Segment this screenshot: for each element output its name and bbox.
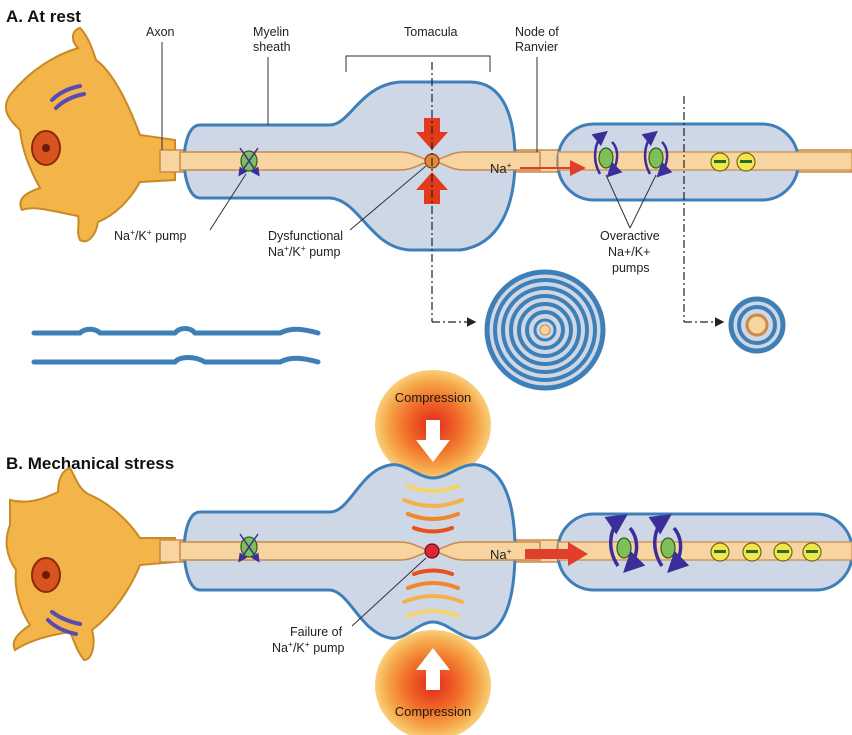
ion-channel-b1 bbox=[711, 543, 729, 561]
neuron-body-b bbox=[7, 468, 175, 660]
overactive-label-1: Overactive bbox=[600, 229, 660, 243]
axon-label: Axon bbox=[146, 25, 175, 39]
section-a-title: A. At rest bbox=[6, 7, 81, 26]
dysfunctional-label-1: Dysfunctional bbox=[268, 229, 343, 243]
ion-channel-a2 bbox=[737, 153, 755, 171]
node-label-1: Node of bbox=[515, 25, 559, 39]
na-k-pump-a bbox=[240, 148, 258, 174]
cross-section-normal bbox=[731, 299, 783, 351]
failed-pump-b bbox=[425, 544, 439, 558]
node-label-2: Ranvier bbox=[515, 40, 558, 54]
myelin-label-2: sheath bbox=[253, 40, 291, 54]
failure-label-2: Na+/K+ pump bbox=[272, 639, 345, 655]
pump-label-a: Na+/K+ pump bbox=[114, 227, 187, 243]
overactive-label-2: Na+/K+ bbox=[608, 245, 650, 259]
ion-channel-a1 bbox=[711, 153, 729, 171]
dysfunctional-label-2: Na+/K+ pump bbox=[268, 243, 341, 259]
failure-label-1: Failure of bbox=[290, 625, 343, 639]
nerve-fiber-illustration bbox=[34, 329, 318, 363]
cross-section-tomacula bbox=[487, 272, 603, 388]
myelin-label-1: Myelin bbox=[253, 25, 289, 39]
na-k-pump-b bbox=[240, 534, 258, 560]
tomacula-label: Tomacula bbox=[404, 25, 458, 39]
ion-channel-b3 bbox=[774, 543, 792, 561]
tomacula-bracket bbox=[346, 56, 490, 72]
section-b-title: B. Mechanical stress bbox=[6, 454, 174, 473]
neuron-body-a bbox=[6, 28, 175, 241]
compression-label-bottom: Compression bbox=[395, 704, 472, 719]
axon-constriction-b bbox=[180, 542, 540, 560]
ion-channel-b2 bbox=[743, 543, 761, 561]
axon-constriction-a bbox=[180, 152, 540, 170]
compression-label-top: Compression bbox=[395, 390, 472, 405]
overactive-label-3: pumps bbox=[612, 261, 650, 275]
ion-channel-b4 bbox=[803, 543, 821, 561]
